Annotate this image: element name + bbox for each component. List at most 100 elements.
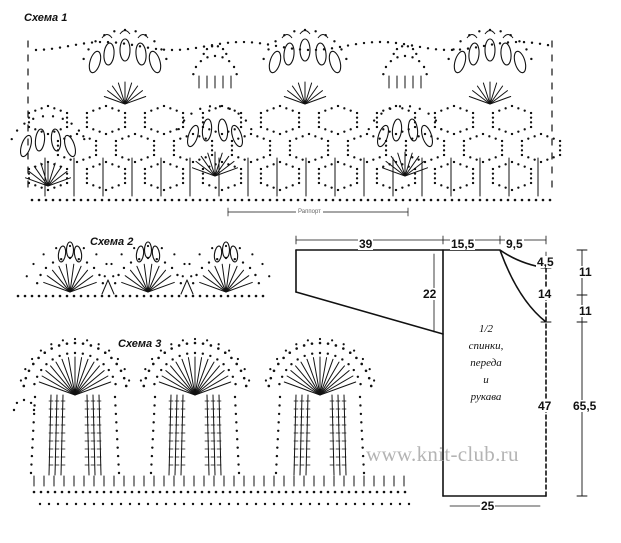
mesh-chain — [117, 184, 120, 187]
mesh-chain — [243, 158, 246, 161]
mesh-chain — [92, 184, 95, 187]
chain-dot — [291, 490, 295, 494]
fan-stitch — [300, 361, 321, 396]
chain-dot — [74, 490, 78, 494]
mesh-chain — [372, 158, 375, 161]
chain-dot — [269, 376, 273, 380]
mesh-chain — [411, 156, 414, 159]
mesh-chain — [462, 149, 466, 152]
mesh-chain — [214, 186, 217, 189]
mesh-chain — [239, 116, 243, 119]
mesh-chain — [459, 163, 462, 166]
mesh-chain — [175, 109, 178, 112]
chain-dot — [207, 490, 211, 494]
chain-dot — [50, 347, 53, 350]
mesh-chain — [181, 177, 185, 180]
mesh-chain — [413, 172, 417, 175]
mesh-chain — [40, 130, 43, 133]
fan-stitch — [47, 177, 72, 187]
mesh-chain — [59, 109, 62, 112]
mesh-chain — [94, 139, 98, 143]
chain-dot — [235, 490, 239, 494]
chain-dot — [139, 379, 143, 382]
petal-cluster — [63, 134, 77, 158]
mesh-chain — [295, 137, 298, 140]
fan-stitch — [214, 160, 235, 177]
mesh-chain — [175, 184, 178, 187]
mesh-chain — [452, 160, 456, 164]
fan-stitch — [214, 152, 223, 177]
mesh-chain — [452, 188, 456, 192]
mesh-chain — [375, 181, 379, 185]
chain-dot — [111, 375, 115, 378]
mesh-chain — [143, 172, 147, 175]
chain-dot — [184, 294, 188, 298]
chain-dot — [170, 266, 174, 270]
chain-dot — [402, 42, 406, 46]
post-stitch — [343, 394, 347, 476]
mesh-chain — [407, 184, 410, 187]
mesh-chain — [34, 109, 37, 112]
mesh-chain — [407, 109, 410, 112]
chain-dot — [498, 42, 502, 45]
fan-stitch — [225, 263, 231, 293]
chain-dot — [234, 412, 238, 416]
chain-dot — [401, 198, 405, 202]
chain-dot — [206, 56, 209, 59]
chain-dot — [149, 198, 153, 202]
mesh-chain — [359, 158, 362, 161]
chain-dot — [348, 351, 352, 354]
mesh-chain — [172, 153, 176, 157]
fan-stitch — [124, 90, 143, 105]
chain-dot — [116, 446, 119, 449]
chain-dot — [191, 282, 195, 285]
chain-dot — [282, 46, 286, 49]
chain-dot — [418, 45, 422, 49]
chain-dot — [267, 48, 270, 51]
mesh-chain — [233, 184, 236, 187]
chain-dot — [51, 198, 55, 202]
mesh-chain — [181, 116, 185, 119]
chain-dot — [219, 294, 223, 298]
mesh-chain — [150, 184, 153, 187]
fan-stitch — [69, 265, 82, 293]
mesh-chain — [446, 130, 449, 133]
post-stitch — [60, 394, 64, 476]
fan-stitch — [67, 357, 76, 396]
chain-dot — [440, 127, 443, 131]
chain-dot — [142, 198, 146, 202]
mesh-chain — [523, 128, 526, 131]
post-stitch — [293, 394, 297, 476]
chain-dot — [303, 198, 307, 202]
mesh-chain — [417, 135, 420, 138]
chain-dot — [61, 117, 64, 120]
chain-dot — [415, 198, 419, 202]
chain-dot — [340, 48, 343, 51]
mesh-chain — [143, 167, 147, 171]
mesh-chain — [179, 137, 182, 140]
mesh-chain — [291, 128, 294, 131]
mesh-chain — [150, 109, 153, 112]
mesh-chain — [317, 125, 321, 129]
chain-dot — [137, 490, 141, 494]
chain-dot — [102, 490, 106, 494]
fan-stitch — [489, 95, 512, 105]
mesh-chain — [326, 153, 330, 157]
chain-dot — [427, 112, 430, 115]
mesh-chain — [121, 156, 124, 159]
chain-dot — [60, 490, 64, 494]
petal-cluster — [65, 241, 75, 259]
mesh-chain — [523, 109, 526, 112]
mesh-chain — [297, 116, 301, 119]
chain-dot — [50, 47, 54, 51]
chain-dot — [124, 384, 128, 388]
chain-dot — [129, 261, 133, 264]
chain-dot — [70, 122, 73, 125]
mesh-chain — [326, 144, 330, 147]
chain-dot — [98, 40, 102, 44]
chain-dot — [239, 369, 243, 373]
chain-dot — [378, 40, 382, 44]
chain-dot — [135, 198, 139, 202]
chain-dot — [387, 198, 391, 202]
chain-dot — [58, 198, 62, 202]
